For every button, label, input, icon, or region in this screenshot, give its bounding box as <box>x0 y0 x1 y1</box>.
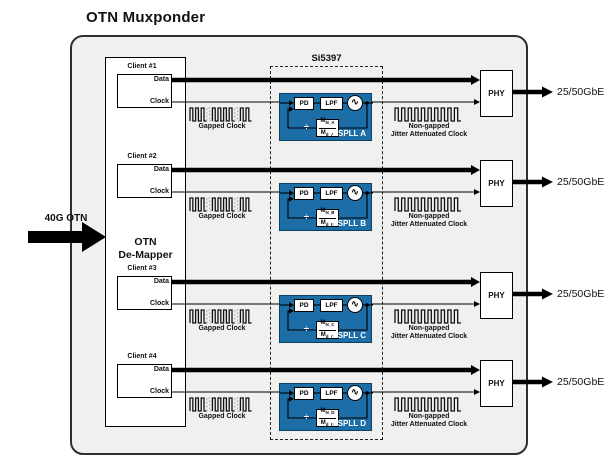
oscillator-icon: ∿ <box>347 95 363 111</box>
gapped-clock-label: Gapped Clock <box>198 123 246 130</box>
loop-filter-block: LPF <box>320 96 343 110</box>
dspll-block: PD LPF ∿ ÷ MN_A Md_A DSPLL A <box>279 93 373 141</box>
client-label: Client #1 <box>127 63 157 70</box>
si5397-chip-label: Si5397 <box>311 53 342 64</box>
divide-sign: ÷ <box>304 412 309 422</box>
dspll-label: DSPLL A <box>332 129 366 138</box>
dspll-internal-wiring <box>280 100 373 129</box>
dspll-block: PD LPF ∿ ÷ MN_C Md_C DSPLL C <box>279 295 373 343</box>
dspll-label: DSPLL C <box>331 331 366 340</box>
phy-box: PHY <box>480 272 513 319</box>
nongapped-label-line1: Non-gapped <box>408 413 450 420</box>
nongapped-label-line2: Jitter Attenuated Clock <box>390 131 468 138</box>
feedback-divider-block: MN_A Md_A <box>316 118 339 137</box>
client-label: Client #4 <box>127 353 157 360</box>
data-port-label: Data <box>153 366 169 373</box>
data-port-label: Data <box>153 76 169 83</box>
client-box <box>117 164 172 198</box>
oscillator-icon: ∿ <box>347 297 363 313</box>
feedback-divider-block: MN_B Md_B <box>316 208 339 227</box>
loop-filter-block: LPF <box>320 386 343 400</box>
dspll-internal-wiring <box>280 302 373 331</box>
loop-filter-block: LPF <box>320 298 343 312</box>
phy-box: PHY <box>480 160 513 207</box>
loop-filter-block: LPF <box>320 186 343 200</box>
client-box <box>117 74 172 108</box>
oscillator-icon: ∿ <box>347 185 363 201</box>
dspll-internal-wiring <box>280 190 373 219</box>
feedback-divider-block: MN_D Md_D <box>316 408 339 427</box>
feedback-divider-block: MN_C Md_C <box>316 320 339 339</box>
divide-sign: ÷ <box>304 122 309 132</box>
client-box <box>117 276 172 310</box>
gapped-clock-label: Gapped Clock <box>198 413 246 420</box>
client-box <box>117 364 172 398</box>
dspll-block: PD LPF ∿ ÷ MN_D Md_D DSPLL D <box>279 383 373 431</box>
output-rate-label: 25/50GbE <box>557 86 605 98</box>
phase-detector-block: PD <box>294 298 314 312</box>
phase-detector-block: PD <box>294 96 314 110</box>
nongapped-label-line2: Jitter Attenuated Clock <box>390 221 468 228</box>
phase-detector-block: PD <box>294 386 314 400</box>
gapped-clock-label: Gapped Clock <box>198 213 246 220</box>
client-label: Client #3 <box>127 265 157 272</box>
output-rate-label: 25/50GbE <box>557 288 605 300</box>
output-rate-label: 25/50GbE <box>557 176 605 188</box>
nongapped-label-line1: Non-gapped <box>408 213 450 220</box>
diagram-title: OTN Muxponder <box>86 9 206 26</box>
otn-demapper-label-line1: OTN <box>134 236 157 248</box>
divide-sign: ÷ <box>304 324 309 334</box>
client-label: Client #2 <box>127 153 157 160</box>
input-signal-label: 40G OTN <box>44 213 88 224</box>
dspll-block: PD LPF ∿ ÷ MN_B Md_B DSPLL B <box>279 183 373 231</box>
clock-port-label: Clock <box>149 300 169 307</box>
data-port-label: Data <box>153 278 169 285</box>
gapped-clock-label: Gapped Clock <box>198 325 246 332</box>
nongapped-label-line1: Non-gapped <box>408 325 450 332</box>
phy-box: PHY <box>480 360 513 407</box>
clock-port-label: Clock <box>149 188 169 195</box>
clock-port-label: Clock <box>149 388 169 395</box>
phy-box: PHY <box>480 70 513 117</box>
nongapped-label-line2: Jitter Attenuated Clock <box>390 333 468 340</box>
otn-demapper-label-line2: De-Mapper <box>118 249 173 261</box>
nongapped-label-line2: Jitter Attenuated Clock <box>390 421 468 428</box>
data-port-label: Data <box>153 166 169 173</box>
nongapped-label-line1: Non-gapped <box>408 123 450 130</box>
dspll-internal-wiring <box>280 390 373 419</box>
clock-port-label: Clock <box>149 98 169 105</box>
dspll-label: DSPLL B <box>331 219 366 228</box>
dspll-label: DSPLL D <box>331 419 366 428</box>
si5397-chip-boundary <box>270 66 383 440</box>
output-rate-label: 25/50GbE <box>557 376 605 388</box>
divide-sign: ÷ <box>304 212 309 222</box>
oscillator-icon: ∿ <box>347 385 363 401</box>
phase-detector-block: PD <box>294 186 314 200</box>
